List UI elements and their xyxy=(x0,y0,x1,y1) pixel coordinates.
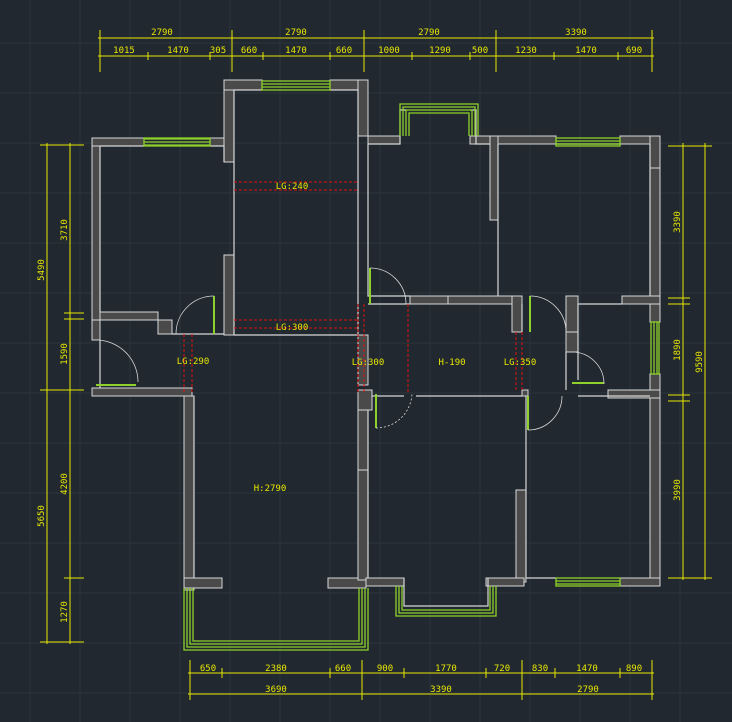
label-beam-lg300-mid: LG:300 xyxy=(352,358,385,368)
dim-left-detail-3: 4200 xyxy=(60,473,70,495)
dimensions-top: 2790 2790 2790 3390 1015 1470 305 660 14… xyxy=(98,28,654,72)
dim-left-detail-1: 3710 xyxy=(60,219,70,241)
dim-bottom-detail-7: 830 xyxy=(532,664,548,674)
dim-right-detail-3: 3990 xyxy=(673,479,683,501)
dim-top-total-1: 2790 xyxy=(151,28,173,38)
door-right-top-bedroom xyxy=(529,295,567,333)
dim-top-detail-10: 1230 xyxy=(515,46,537,56)
dim-top-detail-5: 1470 xyxy=(285,46,307,56)
dim-top-detail-8: 1290 xyxy=(429,46,451,56)
window-bedroom-top-right xyxy=(555,137,621,147)
label-height-h2790: H:2790 xyxy=(254,484,287,494)
door-left-small-room xyxy=(95,339,139,386)
dim-bottom-detail-4: 900 xyxy=(377,664,393,674)
dim-top-total-4: 3390 xyxy=(565,28,587,38)
dim-bottom-detail-8: 1470 xyxy=(576,664,598,674)
dim-bottom-total-2: 3390 xyxy=(430,685,452,695)
door-center-bedroom xyxy=(369,267,407,305)
dimensions-right: 3390 1890 3990 9590 xyxy=(668,143,712,580)
dim-left-total-2: 5650 xyxy=(37,505,47,527)
dim-right-total: 9590 xyxy=(695,351,705,373)
dimensions-bottom: 650 2380 660 900 1770 720 830 1470 890 3… xyxy=(188,660,654,700)
door-bedroom-top-left xyxy=(175,295,215,335)
dim-top-detail-9: 500 xyxy=(472,46,488,56)
dim-top-total-3: 2790 xyxy=(418,28,440,38)
dim-right-detail-1: 3390 xyxy=(673,211,683,233)
label-beam-lg240: LG:240 xyxy=(276,182,309,192)
label-beam-lg290: LG:290 xyxy=(177,357,210,367)
windows xyxy=(143,80,660,651)
window-top-center xyxy=(261,80,331,91)
dim-right-detail-2: 1890 xyxy=(673,339,683,361)
labels: LG:240 LG:300 LG:290 LG:300 H-190 LG:350… xyxy=(177,182,537,494)
label-beam-lg350: LG:350 xyxy=(504,358,537,368)
window-right-small xyxy=(650,321,660,375)
dim-bottom-detail-1: 650 xyxy=(200,664,216,674)
window-bedroom-bottom-right xyxy=(555,577,621,587)
dim-left-total-1: 5490 xyxy=(37,259,47,281)
dim-top-detail-12: 690 xyxy=(626,46,642,56)
dim-top-detail-1: 1015 xyxy=(113,46,135,56)
dim-top-detail-2: 1470 xyxy=(167,46,189,56)
dim-top-total-2: 2790 xyxy=(285,28,307,38)
walls xyxy=(91,79,661,591)
dim-bottom-total-3: 2790 xyxy=(577,685,599,695)
dim-top-detail-7: 1000 xyxy=(378,46,400,56)
window-bedroom-top-left xyxy=(143,137,211,147)
label-height-h190: H-190 xyxy=(438,358,465,368)
dim-top-detail-4: 660 xyxy=(241,46,257,56)
dim-top-detail-11: 1470 xyxy=(575,46,597,56)
dim-bottom-detail-6: 720 xyxy=(494,664,510,674)
dim-left-detail-4: 1270 xyxy=(60,601,70,623)
dim-top-detail-6: 660 xyxy=(336,46,352,56)
dim-bottom-detail-2: 2380 xyxy=(265,664,287,674)
beams xyxy=(183,181,523,392)
window-living-bay xyxy=(183,588,369,651)
dim-bottom-detail-9: 890 xyxy=(626,664,642,674)
door-center-lower xyxy=(375,393,413,429)
dim-bottom-detail-3: 660 xyxy=(335,664,351,674)
label-beam-lg300-top: LG:300 xyxy=(276,323,309,333)
door-right-bottom-bedroom xyxy=(527,395,563,431)
dimensions-left: 5490 5650 3710 1590 4200 1270 xyxy=(37,143,84,644)
dim-bottom-detail-5: 1770 xyxy=(435,664,457,674)
dim-bottom-total-1: 3690 xyxy=(265,685,287,695)
window-bay-top xyxy=(399,103,479,136)
doors xyxy=(95,267,605,431)
wall-lines xyxy=(99,89,651,607)
window-bay-bottom xyxy=(395,586,497,617)
door-right-small-room xyxy=(571,351,605,385)
dim-top-detail-3: 305 xyxy=(210,46,226,56)
dim-left-detail-2: 1590 xyxy=(60,343,70,365)
